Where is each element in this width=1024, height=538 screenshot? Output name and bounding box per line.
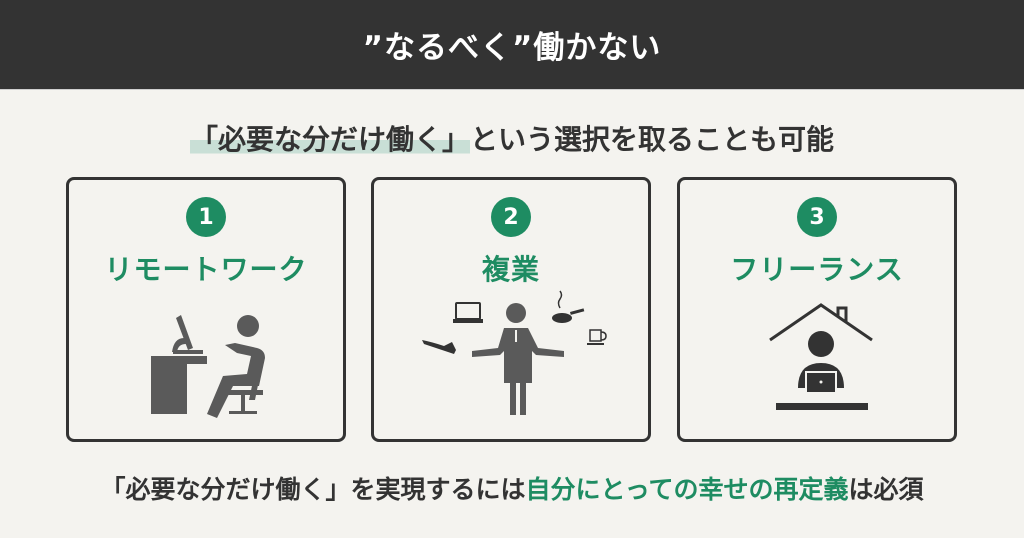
footer-emphasis: 自分にとっての幸せの再定義 <box>525 475 849 504</box>
header-bar: ”なるべく”働かない <box>0 0 1024 90</box>
page-title: ”なるべく”働かない <box>362 30 662 66</box>
card-label: フリーランス <box>730 253 904 286</box>
card-multiple-jobs: 2 複業 <box>371 177 651 442</box>
card-freelance: 3 フリーランス <box>677 177 957 442</box>
subtitle-rest: という選択を取ることも可能 <box>470 123 835 156</box>
subtitle: 「必要な分だけ働く」という選択を取ることも可能 <box>0 118 1024 158</box>
number-badge: 1 <box>186 197 226 237</box>
number-badge: 2 <box>491 197 531 237</box>
footer-text-1: 「必要な分だけ働く」を実現するには <box>100 475 526 504</box>
card-label: 複業 <box>481 253 540 286</box>
card-remote-work: 1 リモートワーク <box>66 177 346 442</box>
number-badge: 3 <box>797 197 837 237</box>
remote-work-icon <box>151 315 265 418</box>
multiple-jobs-icon <box>422 290 607 415</box>
freelance-icon <box>769 303 873 410</box>
card-label: リモートワーク <box>104 253 308 286</box>
subtitle-highlight: 「必要な分だけ働く」 <box>189 123 470 156</box>
footer-text-2: は必須 <box>848 475 924 504</box>
footer-statement: 「必要な分だけ働く」を実現するには自分にとっての幸せの再定義は必須 <box>0 470 1024 506</box>
